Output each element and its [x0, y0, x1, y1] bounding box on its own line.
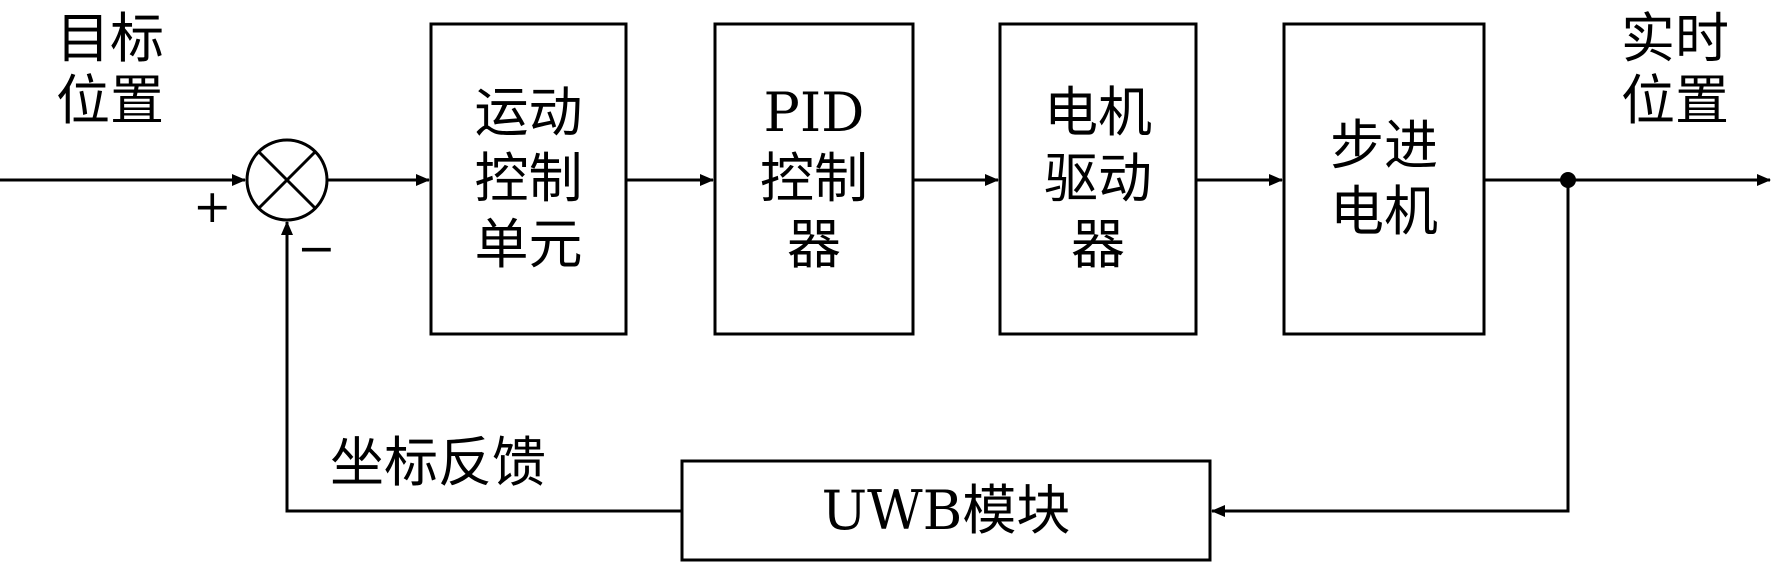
pid-controller-label: PID 控制 器 [760, 81, 868, 276]
feedback-line-to-uwb [1211, 180, 1570, 517]
feedback-line-to-junction [281, 221, 682, 513]
motor-driver-block [998, 22, 1198, 336]
minus-sign: − [297, 221, 336, 275]
uwb-module-block [680, 459, 1212, 562]
uwb-module-label: UWB模块 [821, 478, 1071, 542]
pid-controller-block [713, 22, 915, 336]
summing-junction [245, 138, 329, 222]
motion-control-unit-block [429, 22, 628, 336]
stepper-motor-block [1282, 22, 1486, 336]
motion-control-unit-label: 运动 控制 单元 [474, 81, 583, 276]
realtime-position-label: 实时 位置 [1621, 7, 1729, 132]
motor-driver-label: 电机 驱动 器 [1044, 81, 1152, 276]
coordinate-feedback-label: 坐标反馈 [330, 431, 546, 494]
target-position-label: 目标 位置 [56, 7, 164, 132]
stepper-motor-label: 步进 电机 [1330, 114, 1438, 243]
plus-sign: + [193, 179, 232, 233]
